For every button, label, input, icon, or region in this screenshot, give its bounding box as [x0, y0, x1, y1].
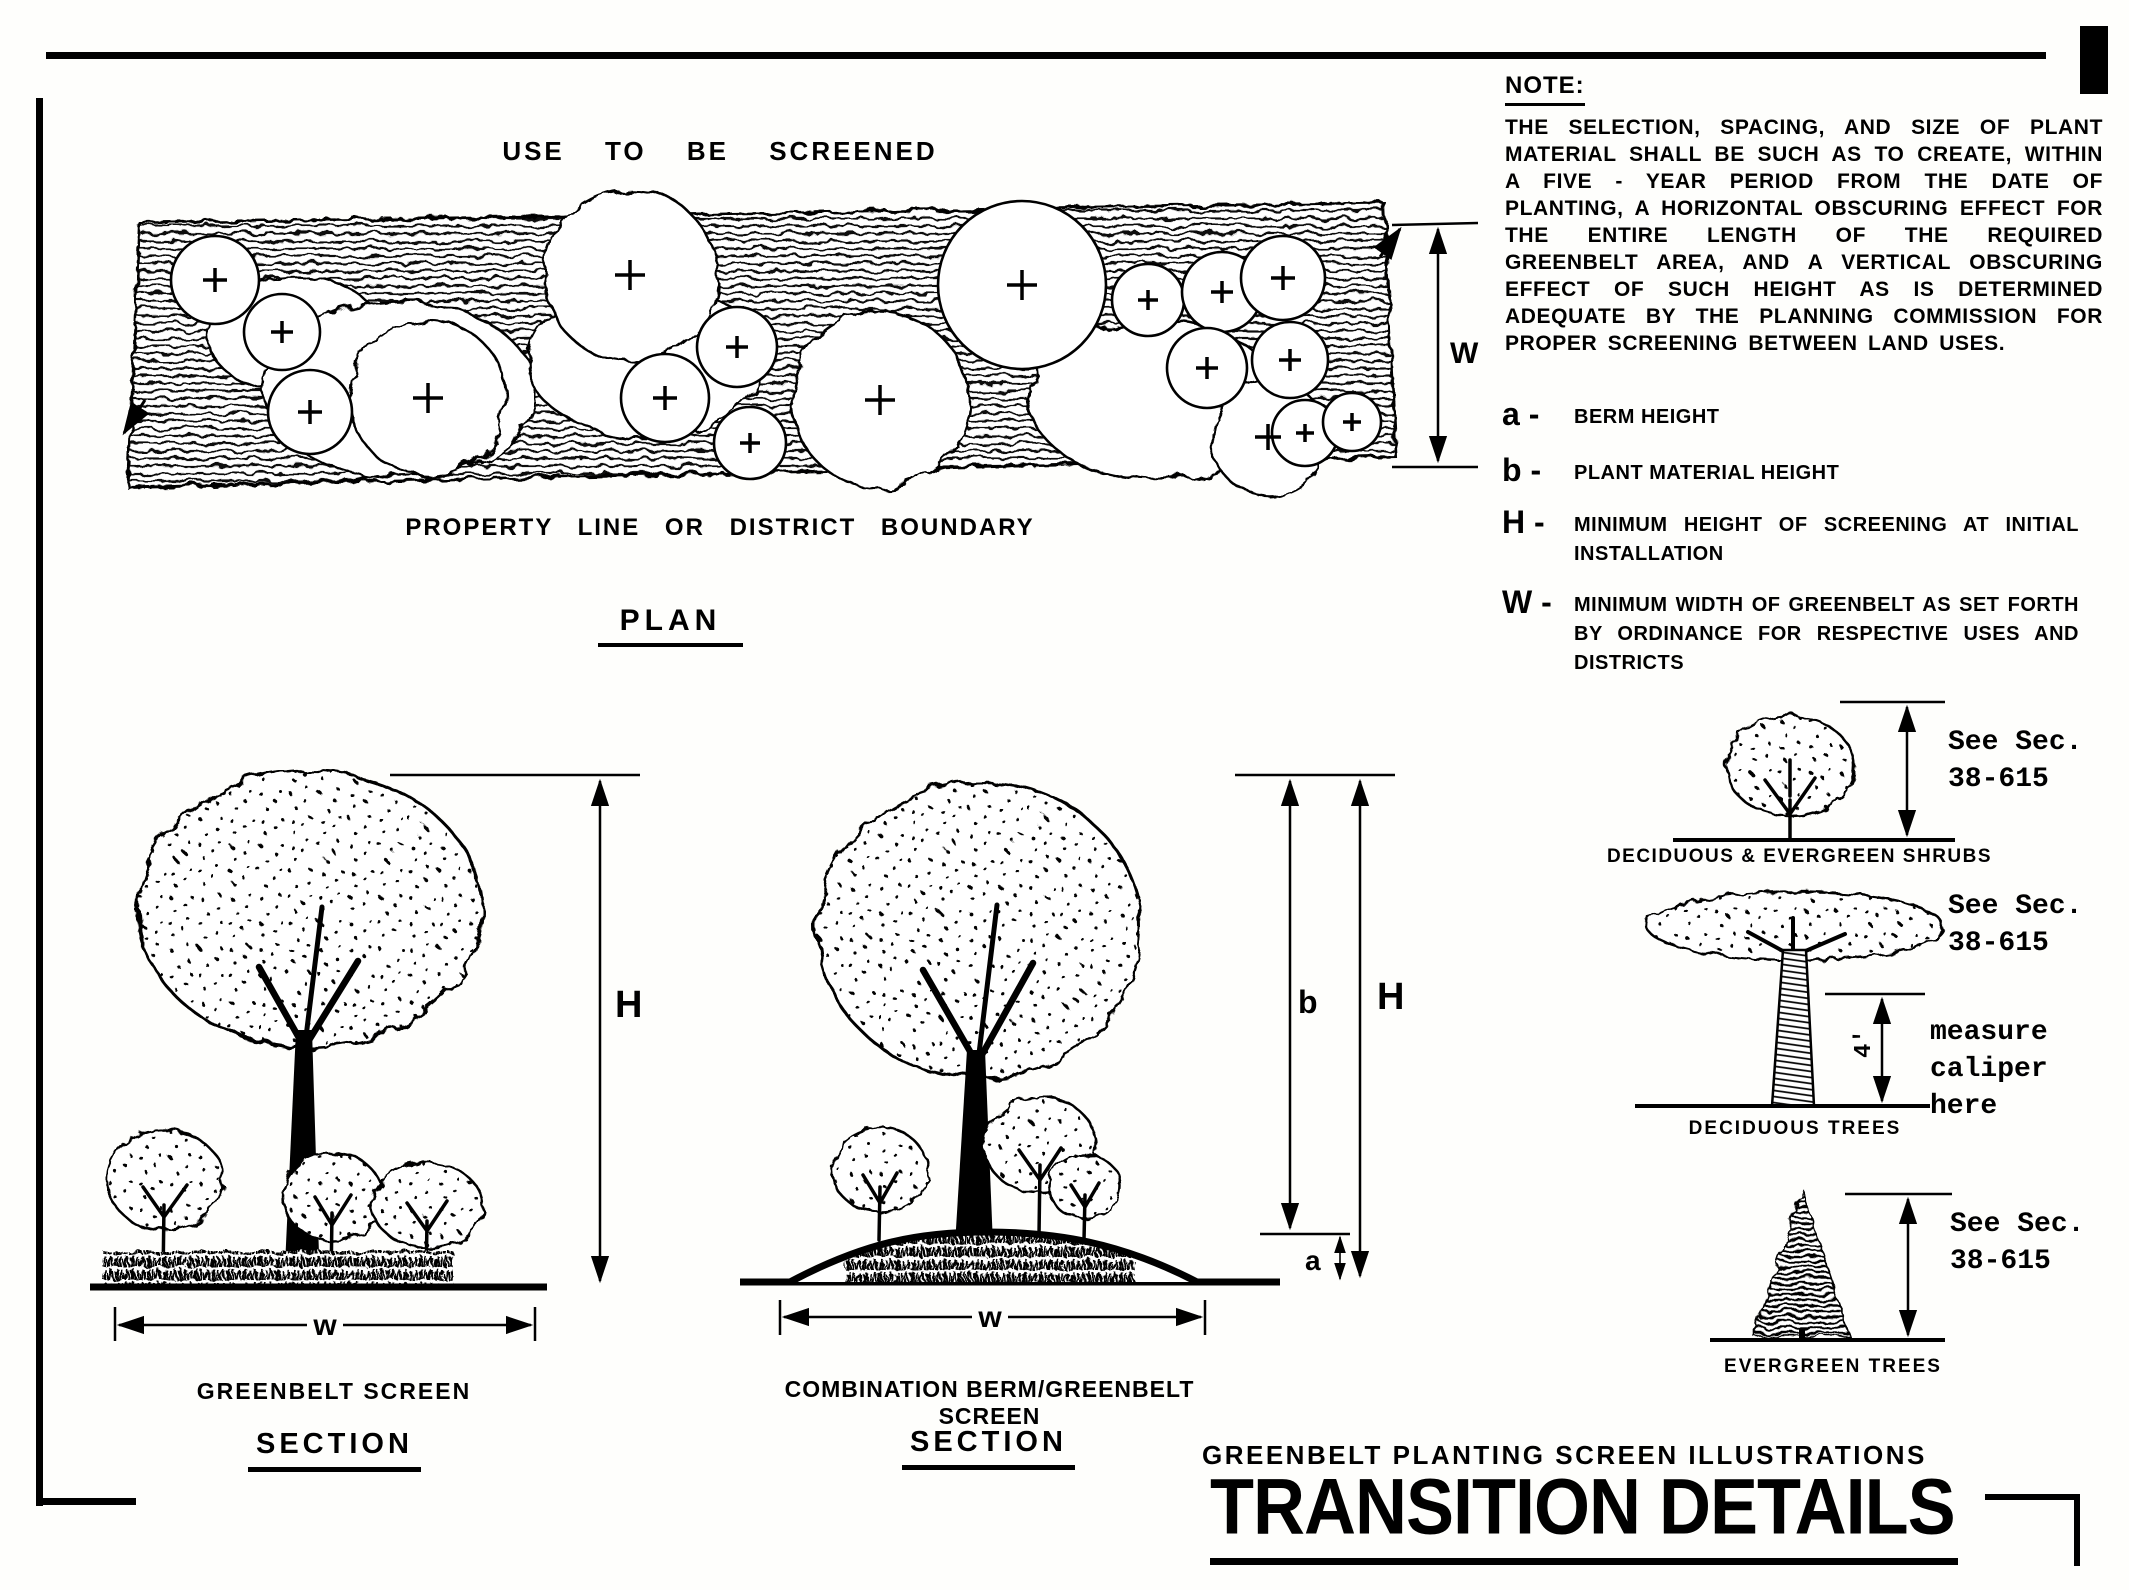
- plan-title: PLAN: [598, 604, 743, 647]
- plan-drawing: [122, 187, 1402, 497]
- measure-caliper-note: measure caliper here: [1930, 1017, 2048, 1122]
- deciduous-see-sec-ref: See Sec. 38-615: [1948, 891, 2083, 959]
- h-dim-label: H: [1377, 976, 1404, 1018]
- property-line-arrow-left: [122, 399, 150, 436]
- legend-row-b: b - PLANT MATERIAL HEIGHT: [1502, 452, 2079, 489]
- note-heading: NOTE:: [1505, 72, 1585, 106]
- berm-section-title: SECTION: [902, 1426, 1075, 1470]
- a-dim-label: a: [1305, 1245, 1321, 1276]
- deciduous-detail-drawing: 4': [1635, 890, 1945, 1108]
- shrub-stem: [1763, 758, 1817, 842]
- tree-trunk: [955, 1050, 993, 1245]
- w-dim-label: w: [312, 1309, 337, 1342]
- shrubs-detail-label: DECIDUOUS & EVERGREEN SHRUBS: [1606, 846, 1993, 867]
- ground-planting: [103, 1251, 453, 1287]
- note-body: THE SELECTION, SPACING, AND SIZE OF PLAN…: [1505, 116, 2103, 355]
- caliper-height-label: 4': [1851, 1029, 1878, 1058]
- border-bottom-right-mark-v: [2074, 1494, 2080, 1566]
- legend-row-h: H - MINIMUM HEIGHT OF SCREENING AT INITI…: [1502, 504, 2079, 569]
- tree-trunk: [1770, 948, 1816, 1108]
- b-dim-label: b: [1298, 984, 1318, 1020]
- greenbelt-section-drawing: H w: [90, 770, 642, 1342]
- drawing-title: TRANSITION DETAILS: [1210, 1463, 1956, 1552]
- tree-center-plus-marks: [203, 260, 1361, 453]
- conifer-foliage: [1752, 1187, 1852, 1337]
- h-dim-label: H: [615, 984, 642, 1026]
- shrub-detail-drawing: [1673, 700, 1955, 842]
- legend-row-a: a - BERM HEIGHT: [1502, 396, 2079, 433]
- deciduous-detail-label: DECIDUOUS TREES: [1688, 1118, 1902, 1139]
- greenbelt-section-title: SECTION: [248, 1428, 421, 1472]
- legend-text-h: MINIMUM HEIGHT OF SCREENING AT INITIAL I…: [1574, 514, 2079, 565]
- legend-text-w: MINIMUM WIDTH OF GREENBELT AS SET FORTH …: [1574, 594, 2079, 674]
- plan-use-label: USE TO BE SCREENED: [502, 136, 938, 166]
- evergreen-see-sec-ref: See Sec. 38-615: [1950, 1209, 2085, 1277]
- plan-boundary-label: PROPERTY LINE OR DISTRICT BOUNDARY: [405, 514, 1035, 541]
- legend-symbol-b: b -: [1502, 452, 1542, 488]
- dim-tick: [1391, 221, 1479, 227]
- title-underline: [1210, 1558, 1958, 1565]
- border-top-line: [46, 52, 2046, 59]
- evergreen-detail-drawing: [1710, 1187, 1952, 1342]
- border-bottom-right-mark-h: [1985, 1494, 2080, 1500]
- legend-row-w: W - MINIMUM WIDTH OF GREENBELT AS SET FO…: [1502, 584, 2079, 678]
- plan-width-dimension: W: [1391, 221, 1479, 469]
- legend-symbol-a: a -: [1502, 396, 1540, 432]
- shrubs-see-sec-ref: See Sec. 38-615: [1948, 727, 2083, 795]
- evergreen-detail-label: EVERGREEN TREES: [1724, 1356, 1942, 1377]
- w-dim-label: w: [977, 1301, 1002, 1334]
- legend-text-b: PLANT MATERIAL HEIGHT: [1574, 462, 1840, 484]
- drawing-subtitle: GREENBELT PLANTING SCREEN ILLUSTRATIONS: [1202, 1440, 1927, 1470]
- border-left-line: [36, 98, 43, 1506]
- shrubs: [830, 1095, 1123, 1221]
- legend-symbol-w: W -: [1502, 584, 1552, 620]
- shrub-stems: [861, 1146, 1101, 1242]
- berm-outline: [788, 1228, 1199, 1286]
- greenbelt-screen-caption: GREENBELT SCREEN: [196, 1378, 472, 1404]
- legend-symbol-h: H -: [1502, 504, 1545, 540]
- tree-branches: [255, 904, 362, 1056]
- legend-text-a: BERM HEIGHT: [1574, 406, 1720, 428]
- plan-w-dim-label: W: [1450, 337, 1479, 370]
- tree-branches: [919, 902, 1037, 1073]
- property-line-arrow-right: [1373, 226, 1402, 261]
- shrubs: [105, 1128, 484, 1249]
- berm-section-drawing: b H a w: [740, 773, 1404, 1335]
- berm-screen-caption: COMBINATION BERM/GREENBELT SCREEN: [784, 1376, 1195, 1429]
- border-top-right-mark: [2080, 26, 2108, 94]
- border-bottom-left-mark: [36, 1498, 136, 1505]
